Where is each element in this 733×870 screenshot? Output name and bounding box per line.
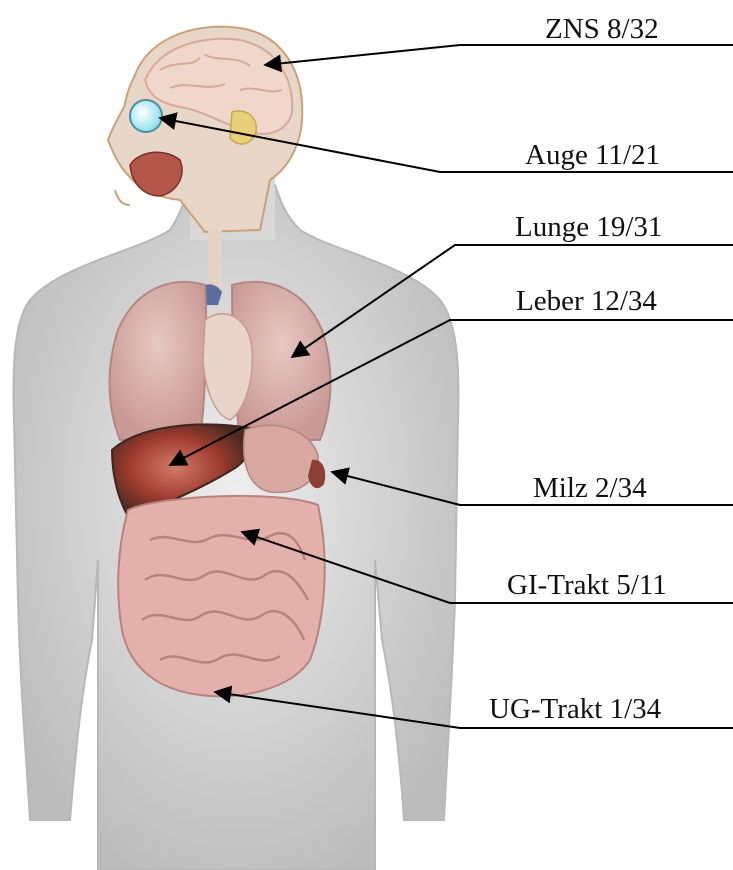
intestines	[118, 496, 325, 696]
trachea	[208, 230, 222, 290]
eye-marker	[130, 100, 162, 132]
label-gi-trakt: GI-Trakt 5/11	[507, 569, 667, 601]
label-zns: ZNS 8/32	[545, 13, 659, 45]
label-auge: Auge 11/21	[525, 139, 660, 171]
cerebellum	[230, 111, 256, 144]
label-leber: Leber 12/34	[516, 285, 657, 317]
leader-zns	[265, 45, 733, 65]
label-lunge: Lunge 19/31	[515, 211, 662, 243]
label-milz: Milz 2/34	[533, 472, 647, 504]
mouth-cavity	[130, 152, 182, 196]
label-ug-trakt: UG-Trakt 1/34	[489, 693, 662, 725]
